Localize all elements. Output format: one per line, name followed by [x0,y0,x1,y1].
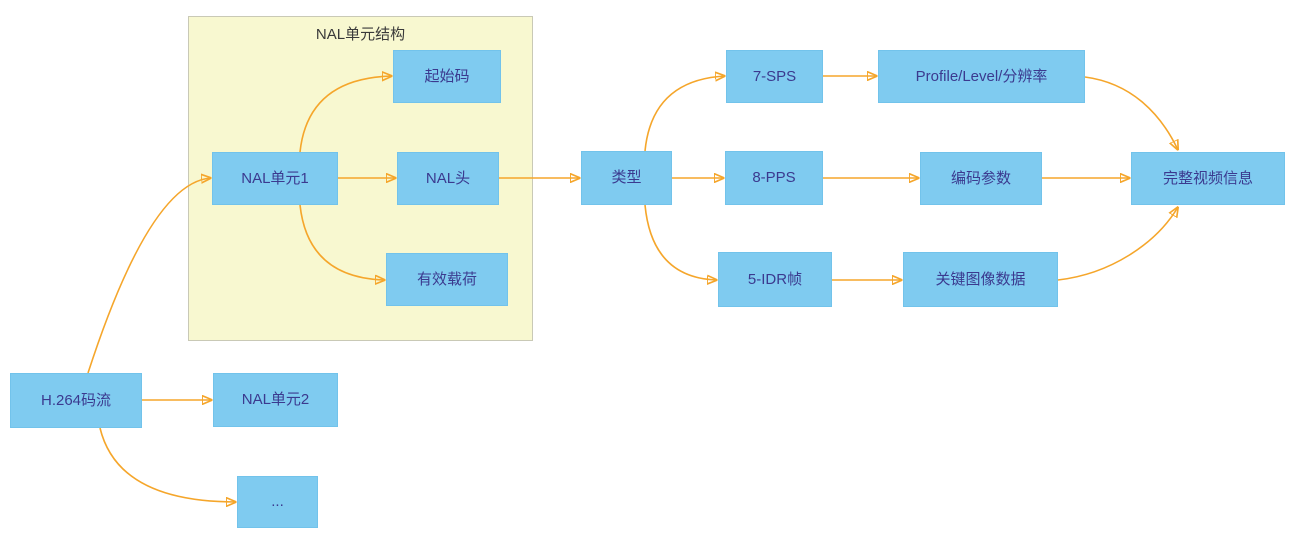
node-nal-header: NAL头 [397,152,499,205]
node-label: NAL单元1 [241,169,309,187]
node-label: ... [271,493,284,510]
node-label: NAL头 [425,169,471,187]
edge-nal1-startcode [299,76,392,153]
node-label: H.264码流 [40,391,112,409]
node-label: 类型 [611,169,642,186]
edge-keyimage-fullvideo [1057,207,1178,281]
node-encoding-params: 编码参数 [920,152,1042,205]
node-label: Profile/Level/分辨率 [915,67,1048,85]
node-label: 起始码 [424,67,470,85]
edge-h264-more [99,427,236,502]
node-profile-level-resolution: Profile/Level/分辨率 [878,50,1085,103]
node-label: 编码参数 [950,169,1011,187]
node-full-video-info: 完整视频信息 [1131,152,1285,205]
edge-type-idr [644,204,717,280]
node-nal-unit-1: NAL单元1 [212,152,338,205]
node-payload: 有效载荷 [386,253,508,306]
node-7-sps: 7-SPS [726,50,823,103]
node-nal-unit-2: NAL单元2 [213,373,338,427]
group-title: NAL单元结构 [315,26,406,43]
edge-nal1-payload [299,204,385,280]
node-h264-stream: H.264码流 [10,373,142,428]
node-label: 完整视频信息 [1162,169,1253,187]
edge-profile-fullvideo [1084,76,1178,150]
node-label: 关键图像数据 [935,270,1026,288]
node-label: NAL单元2 [241,391,310,408]
node-ellipsis: ... [237,476,318,528]
node-type: 类型 [581,151,672,205]
node-start-code: 起始码 [393,50,501,103]
node-label: 有效载荷 [416,270,477,288]
edge-type-sps [644,76,725,152]
node-label: 7-SPS [752,67,797,85]
node-label: 5-IDR帧 [747,270,803,288]
node-5-idr-frame: 5-IDR帧 [718,252,832,307]
node-8-pps: 8-PPS [725,151,823,205]
edge-h264-nal1 [87,178,211,374]
node-label: 8-PPS [752,169,796,186]
node-key-image-data: 关键图像数据 [903,252,1058,307]
